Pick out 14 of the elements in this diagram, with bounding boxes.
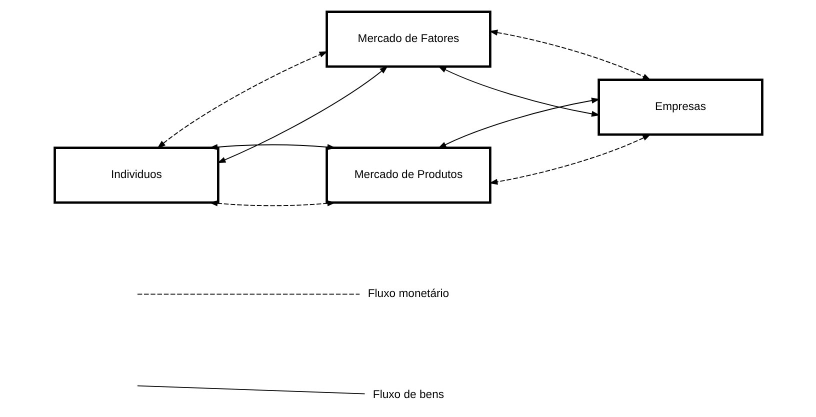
arrow: [216, 66, 388, 164]
arrow: [488, 30, 651, 80]
arrow: [437, 66, 600, 117]
arrow: [208, 144, 336, 150]
node-box: Mercado de Fatores: [325, 10, 491, 68]
legend-label: Fluxo de bens: [372, 389, 444, 402]
node-box: Mercado de Produtos: [325, 146, 491, 204]
legend-label: Fluxo monetário: [367, 288, 449, 300]
arrow: [156, 51, 328, 148]
node-box: Empresas: [597, 78, 763, 136]
node-box: Individuos: [53, 146, 219, 204]
arrow: [208, 200, 336, 206]
arrow: [488, 134, 651, 185]
arrow: [437, 98, 600, 148]
